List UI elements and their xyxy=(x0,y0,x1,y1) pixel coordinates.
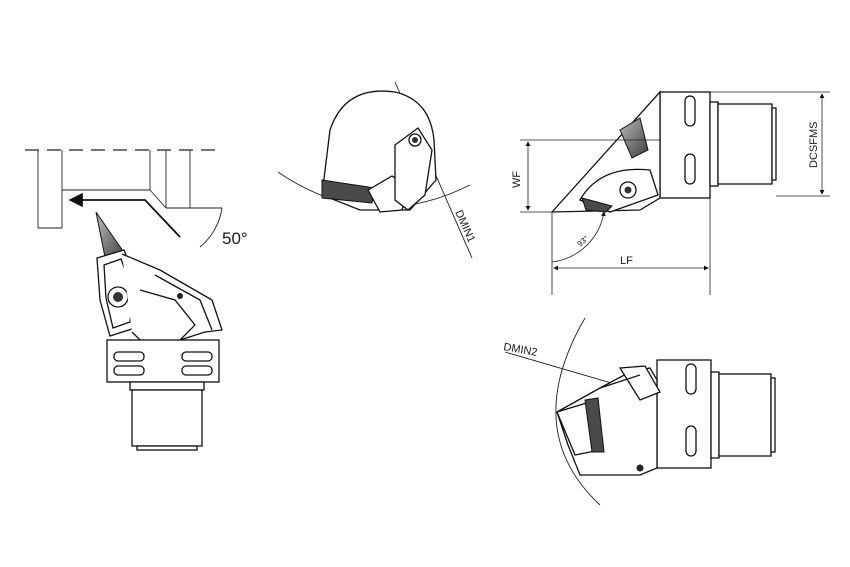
bottom-right-view: DMIN2 xyxy=(502,317,776,506)
feed-path-arrow xyxy=(68,192,181,238)
clamp-head-left xyxy=(121,253,223,343)
dcsfms-dimension: DCSFMS xyxy=(710,91,830,197)
left-view: 50° xyxy=(25,149,248,451)
wf-label: WF xyxy=(511,171,523,188)
tool-head-bottom-right xyxy=(556,365,661,476)
dmin2-label: DMIN2 xyxy=(502,341,538,359)
angle-indicator: 50° xyxy=(199,207,248,248)
top-right-view: WF DCSFMS LF 93° xyxy=(511,90,830,295)
shank-bottom-right xyxy=(656,359,776,469)
dcsfms-label: DCSFMS xyxy=(808,122,820,168)
tool-body-left xyxy=(106,339,220,451)
lf-label: LF xyxy=(620,255,633,267)
lf-dimension: LF xyxy=(551,198,711,295)
tool-head-middle xyxy=(321,90,437,213)
angle-93-indicator: 93° xyxy=(551,211,606,263)
dmin2-arc xyxy=(555,317,601,506)
angle-label: 50° xyxy=(222,229,248,248)
wf-dimension: WF xyxy=(511,139,660,213)
angle-93-label: 93° xyxy=(576,234,591,249)
tool-head-top-right xyxy=(550,90,661,213)
shank-top-right xyxy=(659,91,777,199)
dmin1-label: DMIN1 xyxy=(452,208,477,244)
top-middle-view: DMIN1 xyxy=(277,81,477,259)
workpiece-profile xyxy=(25,149,222,229)
